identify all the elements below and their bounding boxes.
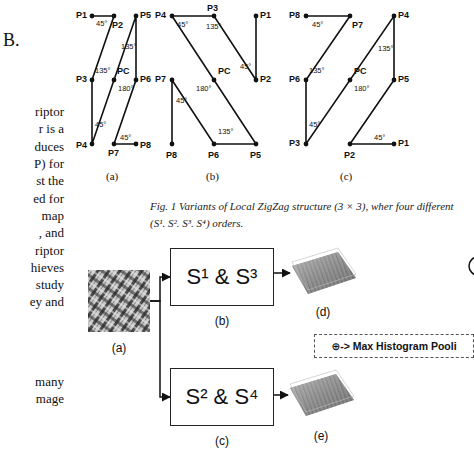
- point-label: P7: [352, 20, 363, 30]
- point-label: P3: [76, 74, 87, 84]
- point-label: P5: [398, 74, 409, 84]
- angle-label: 135°: [95, 66, 111, 75]
- point-label: P6: [289, 74, 300, 84]
- point-label: P1: [76, 10, 87, 20]
- point-label: P4: [398, 10, 409, 20]
- body-text-fragment: duces: [34, 140, 64, 154]
- subfigure-label: (c): [161, 435, 283, 448]
- angle-label: 45°: [95, 120, 106, 129]
- subfigure-label: (a): [78, 342, 160, 355]
- process-box: S¹ & S³(b): [170, 248, 274, 306]
- point-label: P2: [344, 150, 355, 160]
- angle-label: 45°: [312, 20, 323, 29]
- angle-label: 135°: [309, 66, 325, 75]
- subfigure-label: (b): [206, 170, 219, 182]
- point-label: P8: [289, 10, 300, 20]
- zigzag-b: [172, 16, 256, 144]
- body-text-fragment: map: [42, 209, 64, 223]
- point-label: P7: [155, 74, 166, 84]
- point-label: P6: [208, 150, 219, 160]
- subfigure-label: (e): [278, 430, 364, 443]
- section-letter: B.: [3, 30, 20, 50]
- point-label: P6: [140, 74, 151, 84]
- body-text-fragment: riptor: [35, 105, 64, 119]
- body-text-fragment: mage: [36, 392, 64, 406]
- flow-arrow: [274, 394, 288, 396]
- point-label: PC: [354, 66, 367, 76]
- node-body: S¹ & S³: [171, 249, 273, 305]
- point-label: P1: [398, 138, 409, 148]
- angle-label: 45°: [177, 20, 188, 29]
- angle-label: 135°: [206, 22, 222, 31]
- zigzag-c: [306, 16, 394, 144]
- body-text-fragment: st the: [36, 174, 64, 188]
- figure-caption: Fig. 1 Variants of Local ZigZag structur…: [150, 198, 455, 232]
- flow-arrow: [150, 301, 170, 397]
- point-label: P2: [260, 74, 271, 84]
- body-text-fragment: hieves: [31, 261, 64, 275]
- angle-label: 180°: [354, 84, 370, 93]
- body-text-fragment: ey and: [30, 295, 64, 309]
- subfigure-label: (c): [340, 170, 352, 182]
- body-text-fragment: P) for: [34, 157, 64, 171]
- pooling-symbol: [469, 257, 474, 275]
- plaid-texture: [88, 270, 150, 332]
- angle-label: 45°: [309, 120, 320, 129]
- subfigure-label: (a): [106, 170, 118, 182]
- body-text-fragment: r is a: [39, 122, 64, 136]
- legend-box: ⊕-> Max Histogram Pooli: [314, 334, 474, 358]
- angle-label: 135°: [378, 44, 394, 53]
- subfigure-label: (d): [280, 306, 366, 319]
- point-label: P7: [108, 148, 119, 158]
- point-label: P8: [166, 150, 177, 160]
- feature-surface-d: [292, 248, 356, 294]
- angle-label: 180°: [196, 84, 212, 93]
- feature-map: (d): [290, 252, 356, 294]
- angle-label: 45°: [374, 133, 385, 142]
- flow-arrow: [274, 272, 290, 274]
- node-label: S¹ & S³: [187, 264, 258, 290]
- feature-surface-e: [290, 370, 354, 416]
- point-label: P8: [140, 140, 151, 150]
- zigzag-a: [92, 16, 136, 144]
- subfigure-label: (b): [161, 315, 283, 328]
- point-label: P1: [260, 10, 271, 20]
- point-label: P4: [76, 140, 87, 150]
- node-label: S² & S⁴: [185, 384, 258, 410]
- body-text-fragment: , and: [39, 226, 64, 240]
- body-text-fragment: study: [36, 278, 64, 292]
- flow-arrow: [150, 277, 170, 301]
- point-label: P5: [140, 10, 151, 20]
- angle-label: 45°: [176, 96, 187, 105]
- point-label: P5: [250, 150, 261, 160]
- angle-label: 45°: [120, 133, 131, 142]
- angle-label: 45°: [240, 62, 251, 71]
- angle-label: 45°: [96, 19, 107, 28]
- point-label: P4: [155, 10, 166, 20]
- point-label: P3: [289, 138, 300, 148]
- node-body: S² & S⁴: [171, 369, 273, 425]
- point-label: PC: [117, 66, 130, 76]
- point-label: P2: [112, 20, 123, 30]
- grid-dots: [90, 14, 397, 147]
- angle-label: 180°: [118, 84, 134, 93]
- body-text-fragment: many: [35, 375, 64, 389]
- angle-label: 135°: [218, 127, 234, 136]
- node-label: ⊕-> Max Histogram Pooli: [331, 340, 456, 352]
- point-label: P3: [207, 3, 218, 13]
- node-body: ⊕-> Max Histogram Pooli: [315, 335, 473, 357]
- angle-label: 135°: [121, 42, 137, 51]
- body-text-fragment: ed for: [33, 192, 64, 206]
- body-text-fragment: riptor: [35, 244, 64, 258]
- process-box: S² & S⁴(c): [170, 368, 274, 426]
- input-texture: (a): [88, 270, 150, 332]
- feature-map: (e): [288, 374, 354, 416]
- point-label: PC: [218, 66, 231, 76]
